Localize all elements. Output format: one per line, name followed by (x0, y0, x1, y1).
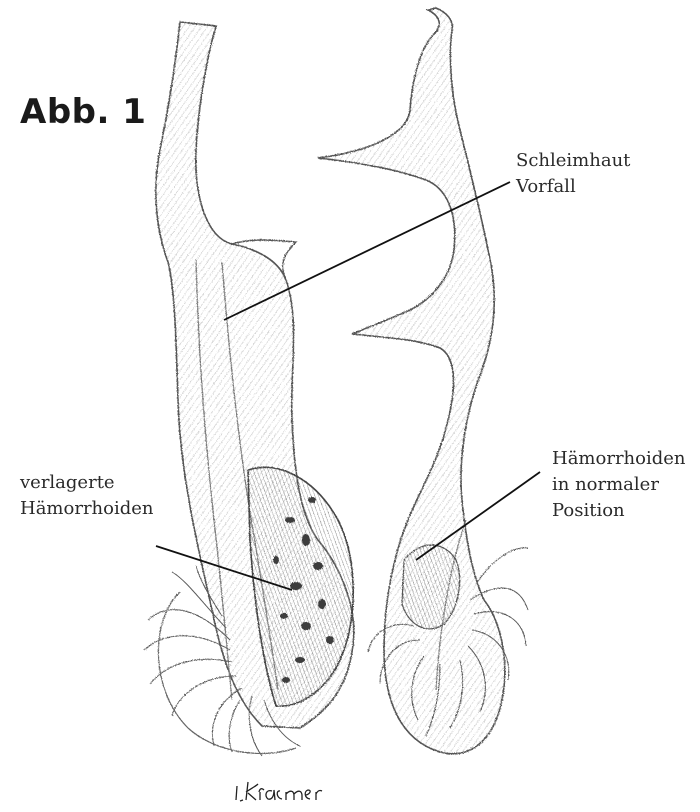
left-specimen (144, 22, 354, 756)
label-line: Vorfall (516, 174, 630, 200)
figure-title: Abb. 1 (20, 92, 146, 132)
label-line: Position (552, 498, 686, 524)
label-line: verlagerte (20, 470, 154, 496)
label-displaced-hemorrhoids: verlagerte Hämorrhoiden (20, 470, 154, 522)
label-normal-hemorrhoids: Hämorrhoiden in normaler Position (552, 446, 686, 524)
label-line: Schleimhaut (516, 148, 630, 174)
label-mucosal-prolapse: Schleimhaut Vorfall (516, 148, 630, 200)
label-line: Hämorrhoiden (552, 446, 686, 472)
artist-signature (236, 782, 322, 801)
label-line: Hämorrhoiden (20, 496, 154, 522)
label-line: in normaler (552, 472, 686, 498)
